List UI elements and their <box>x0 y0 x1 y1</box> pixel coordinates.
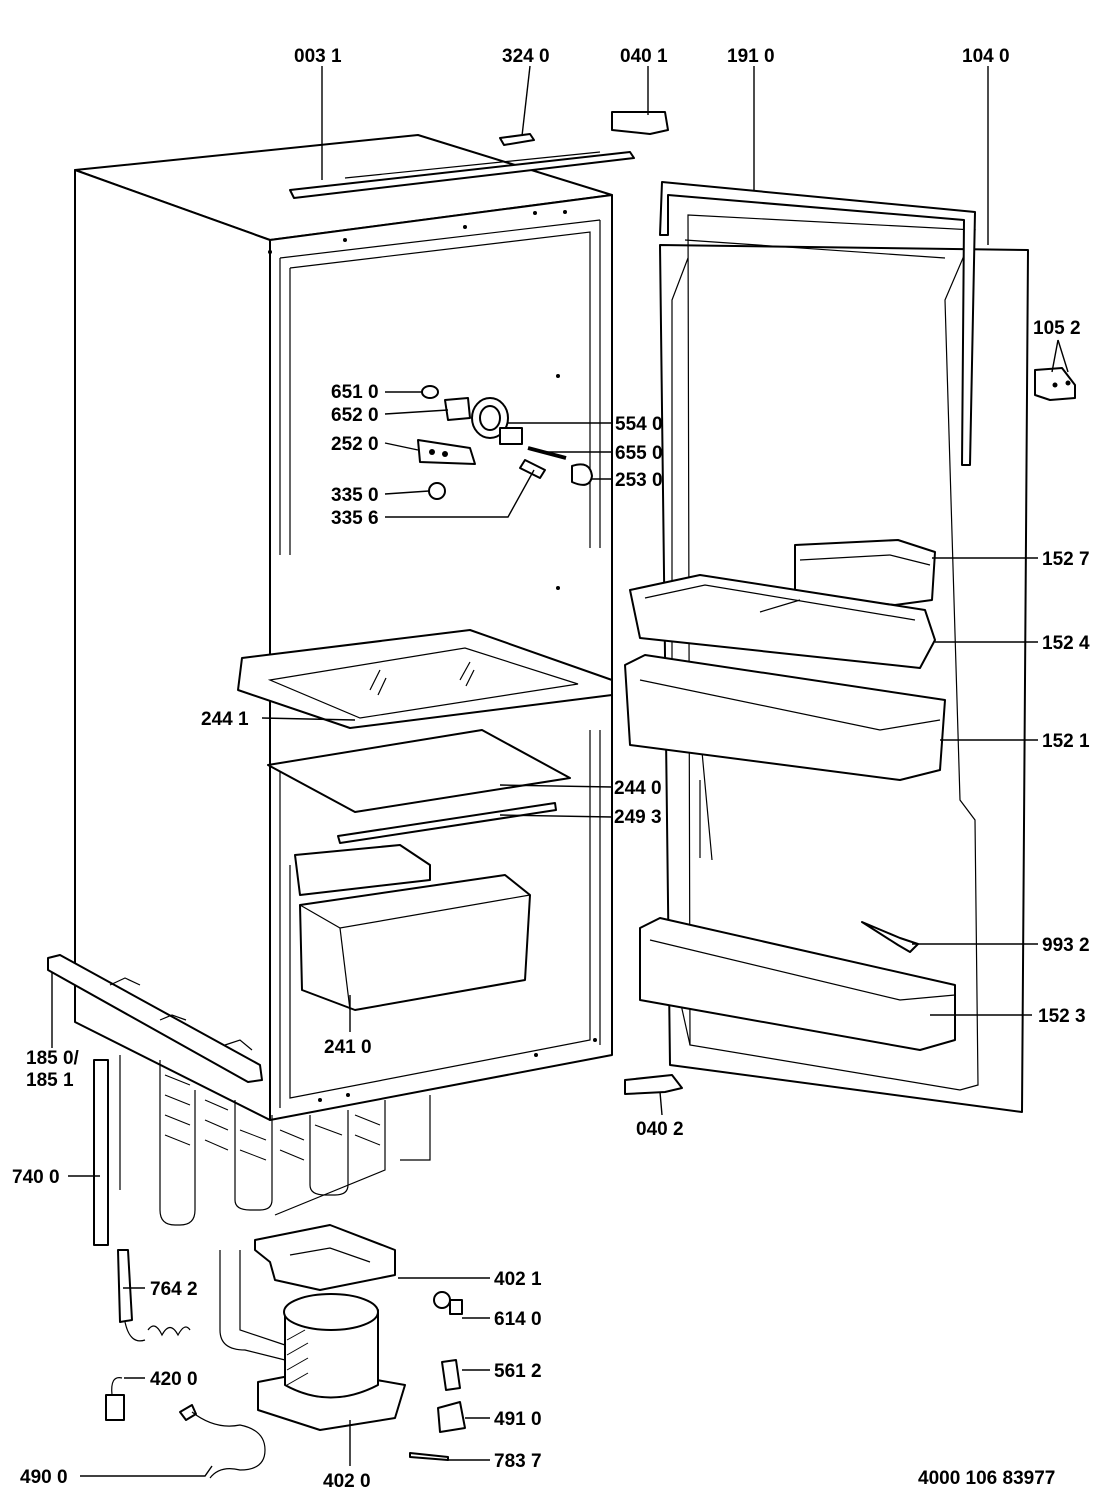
glass-shelf-244-0 <box>267 729 571 813</box>
label-740-0: 740 0 <box>12 1167 60 1188</box>
probe <box>861 921 919 953</box>
dryer-filter <box>117 1249 191 1342</box>
leader-lines <box>51 65 1069 1477</box>
label-402-1: 402 1 <box>494 1269 542 1290</box>
label-253-0: 253 0 <box>615 470 663 491</box>
hinge-pin <box>499 133 535 146</box>
compressor-tray <box>254 1224 396 1291</box>
bracket-bottom <box>624 1074 683 1095</box>
label-105-2: 105 2 <box>1033 318 1081 339</box>
label-185-0: 185 0/ <box>26 1048 80 1069</box>
label-152-3: 152 3 <box>1038 1006 1086 1027</box>
door-bin-152-3 <box>639 917 956 1051</box>
label-244-0: 244 0 <box>614 778 662 799</box>
label-185-1: 185 1 <box>26 1070 74 1091</box>
label-993-2: 993 2 <box>1042 935 1090 956</box>
pipe <box>219 1250 286 1361</box>
label-244-1: 244 1 <box>201 709 249 730</box>
label-324-0: 324 0 <box>502 46 550 67</box>
label-152-7: 152 7 <box>1042 549 1090 570</box>
label-249-3: 249 3 <box>614 807 662 828</box>
top-rail <box>289 151 635 199</box>
label-152-1: 152 1 <box>1042 731 1090 752</box>
label-152-4: 152 4 <box>1042 633 1090 654</box>
label-491-0: 491 0 <box>494 1409 542 1430</box>
door-shelf-152-4 <box>629 574 936 669</box>
door <box>659 181 1029 1113</box>
shelf-strip <box>337 802 557 844</box>
condenser <box>119 1055 431 1226</box>
bracket-top <box>611 111 669 135</box>
label-490-0: 490 0 <box>20 1467 68 1488</box>
door-bin-152-1 <box>624 654 946 781</box>
small-parts <box>105 1291 466 1479</box>
label-561-2: 561 2 <box>494 1361 542 1382</box>
label-783-7: 783 7 <box>494 1451 542 1472</box>
door-gasket <box>659 181 976 466</box>
label-652-0: 652 0 <box>331 405 379 426</box>
glass-shelf-244-1 <box>237 629 613 729</box>
label-764-2: 764 2 <box>150 1279 198 1300</box>
label-040-1: 040 1 <box>620 46 668 67</box>
label-651-0: 651 0 <box>331 382 379 403</box>
label-655-0: 655 0 <box>615 443 663 464</box>
label-420-0: 420 0 <box>150 1369 198 1390</box>
hinge <box>1034 367 1076 401</box>
label-003-1: 003 1 <box>294 46 342 67</box>
label-104-0: 104 0 <box>962 46 1010 67</box>
crisper-drawer <box>294 844 531 1011</box>
label-402-0: 402 0 <box>323 1471 371 1492</box>
thermostat-assembly <box>417 385 593 500</box>
label-191-0: 191 0 <box>727 46 775 67</box>
part-labels: 003 1 324 0 040 1 191 0 104 0 105 2 651 … <box>12 46 1090 1492</box>
label-335-6: 335 6 <box>331 508 379 529</box>
label-040-2: 040 2 <box>636 1119 684 1140</box>
label-554-0: 554 0 <box>615 414 663 435</box>
base-plinth <box>47 954 263 1083</box>
label-335-0: 335 0 <box>331 485 379 506</box>
label-614-0: 614 0 <box>494 1309 542 1330</box>
label-241-0: 241 0 <box>324 1037 372 1058</box>
compressor <box>257 1293 406 1431</box>
label-252-0: 252 0 <box>331 434 379 455</box>
side-rail <box>93 1059 109 1246</box>
document-number: 4000 106 83977 <box>918 1468 1055 1489</box>
